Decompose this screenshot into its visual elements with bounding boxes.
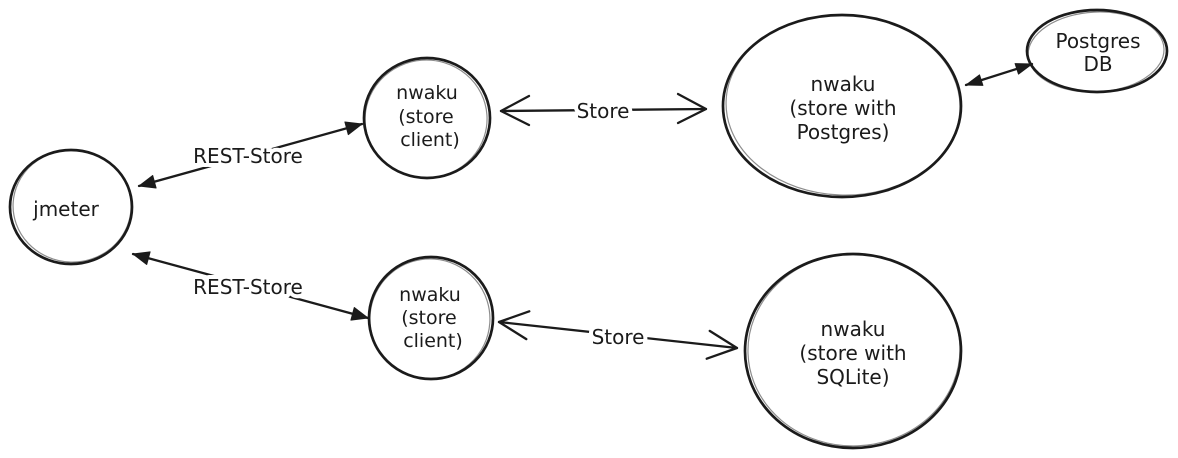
store-client-bottom-line3: client) (403, 330, 463, 352)
postgres-db-line2: DB (1083, 52, 1112, 76)
store-client-bottom-ellipse-sketch (369, 258, 491, 380)
edge-postgres-link[interactable] (964, 62, 1034, 87)
store-sqlite-line2: (store with (799, 341, 906, 365)
chevron-right-icon (676, 92, 708, 125)
edge-rest-store-bottom-line (131, 252, 370, 320)
edge-label-rest-store-top: REST-Store (193, 144, 303, 168)
chevron-left-icon (497, 310, 531, 341)
node-jmeter[interactable]: jmeter (8, 147, 134, 266)
store-client-top-ellipse-sketch (364, 59, 488, 179)
arrowhead-right-icon (350, 307, 369, 321)
edge-store-bottom[interactable]: Store (497, 310, 739, 360)
store-sqlite-line3: SQLite) (816, 365, 889, 389)
store-client-top-line3: client) (400, 129, 460, 151)
node-store-client-top[interactable]: nwaku (store client) (361, 56, 492, 182)
chevron-right-icon (705, 329, 739, 360)
store-postgres-line3: Postgres) (797, 120, 890, 144)
store-client-bottom-line2: (store (401, 307, 456, 329)
edge-store-bottom-line (497, 320, 739, 350)
node-store-client-bottom[interactable]: nwaku (store client) (366, 255, 495, 383)
arrowhead-left-icon (138, 175, 157, 189)
store-client-bottom-line1: nwaku (399, 284, 461, 306)
store-postgres-ellipse-sketch (725, 14, 961, 196)
edge-store-top-line (499, 107, 708, 113)
arrowhead-right-icon (344, 121, 363, 136)
jmeter-ellipse-sketch (12, 149, 132, 263)
node-postgres-db[interactable]: Postgres DB (1025, 8, 1169, 96)
edge-rest-store-top[interactable]: REST-Store (137, 121, 364, 189)
edge-rest-store-bottom[interactable]: REST-Store (131, 251, 370, 321)
edge-label-rest-store-bottom: REST-Store (193, 275, 303, 299)
node-store-sqlite[interactable]: nwaku (store with SQLite) (743, 250, 964, 450)
store-postgres-line1: nwaku (811, 72, 876, 96)
edge-rest-store-top-line (137, 122, 364, 188)
jmeter-label: jmeter (32, 197, 99, 221)
arrowhead-left-icon (965, 74, 984, 86)
arrowhead-right-icon (1014, 63, 1033, 75)
node-store-postgres[interactable]: nwaku (store with Postgres) (721, 11, 963, 199)
store-sqlite-line1: nwaku (821, 317, 886, 341)
chevron-left-icon (499, 94, 531, 127)
edge-label-store-bottom: Store (592, 325, 645, 349)
postgres-db-ellipse-sketch (1027, 11, 1165, 93)
store-client-top-line1: nwaku (396, 82, 458, 104)
store-sqlite-ellipse-sketch (747, 253, 961, 447)
store-client-top-line2: (store (398, 106, 453, 128)
edge-store-top[interactable]: Store (499, 92, 708, 127)
arrowhead-left-icon (132, 251, 151, 265)
store-postgres-line2: (store with (789, 96, 896, 120)
postgres-db-line1: Postgres (1055, 29, 1140, 53)
edge-label-store-top: Store (577, 99, 630, 123)
